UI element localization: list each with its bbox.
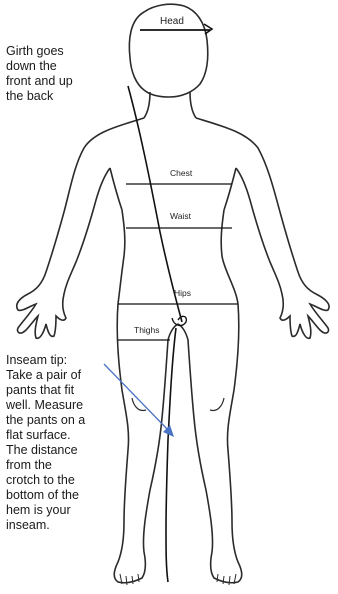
label-hips: Hips	[174, 288, 191, 298]
inseam-note-line: flat surface.	[6, 428, 118, 443]
inseam-note-line: The distance	[6, 443, 118, 458]
girth-note: Girth goes down the front and up the bac…	[6, 44, 98, 104]
inseam-note-line: the pants on a	[6, 413, 118, 428]
left-arm-outline	[17, 118, 144, 338]
girth-note-line: front and up	[6, 74, 98, 89]
left-arm-inner-outline	[110, 168, 122, 210]
right-arm-inner-outline	[224, 168, 236, 210]
girth-note-line: Girth goes	[6, 44, 98, 59]
inseam-note-line: hem is your	[6, 503, 118, 518]
torso-left-outline	[118, 210, 125, 304]
torso-right-outline	[221, 210, 238, 304]
inseam-note-line: bottom of the	[6, 488, 118, 503]
right-leg-outline	[178, 304, 242, 583]
inseam-note-line: well. Measure	[6, 398, 118, 413]
inseam-note-line: Take a pair of	[6, 368, 118, 383]
label-chest: Chest	[170, 168, 193, 178]
inseam-note-line: crotch to the	[6, 473, 118, 488]
label-thighs: Thighs	[134, 325, 160, 335]
inseam-note-line: Inseam tip:	[6, 353, 118, 368]
inseam-measure-line	[166, 328, 176, 582]
label-waist: Waist	[170, 211, 192, 221]
girth-note-line: down the	[6, 59, 98, 74]
neck-outline	[144, 92, 196, 118]
right-knee-mark	[210, 398, 224, 411]
label-head: Head	[160, 16, 184, 27]
inseam-tip-note: Inseam tip: Take a pair of pants that fi…	[6, 353, 118, 533]
inseam-note-line: pants that fit	[6, 383, 118, 398]
inseam-note-line: inseam.	[6, 518, 118, 533]
girth-measure-line	[128, 86, 182, 322]
girth-note-line: the back	[6, 89, 98, 104]
inseam-note-line: from the	[6, 458, 118, 473]
